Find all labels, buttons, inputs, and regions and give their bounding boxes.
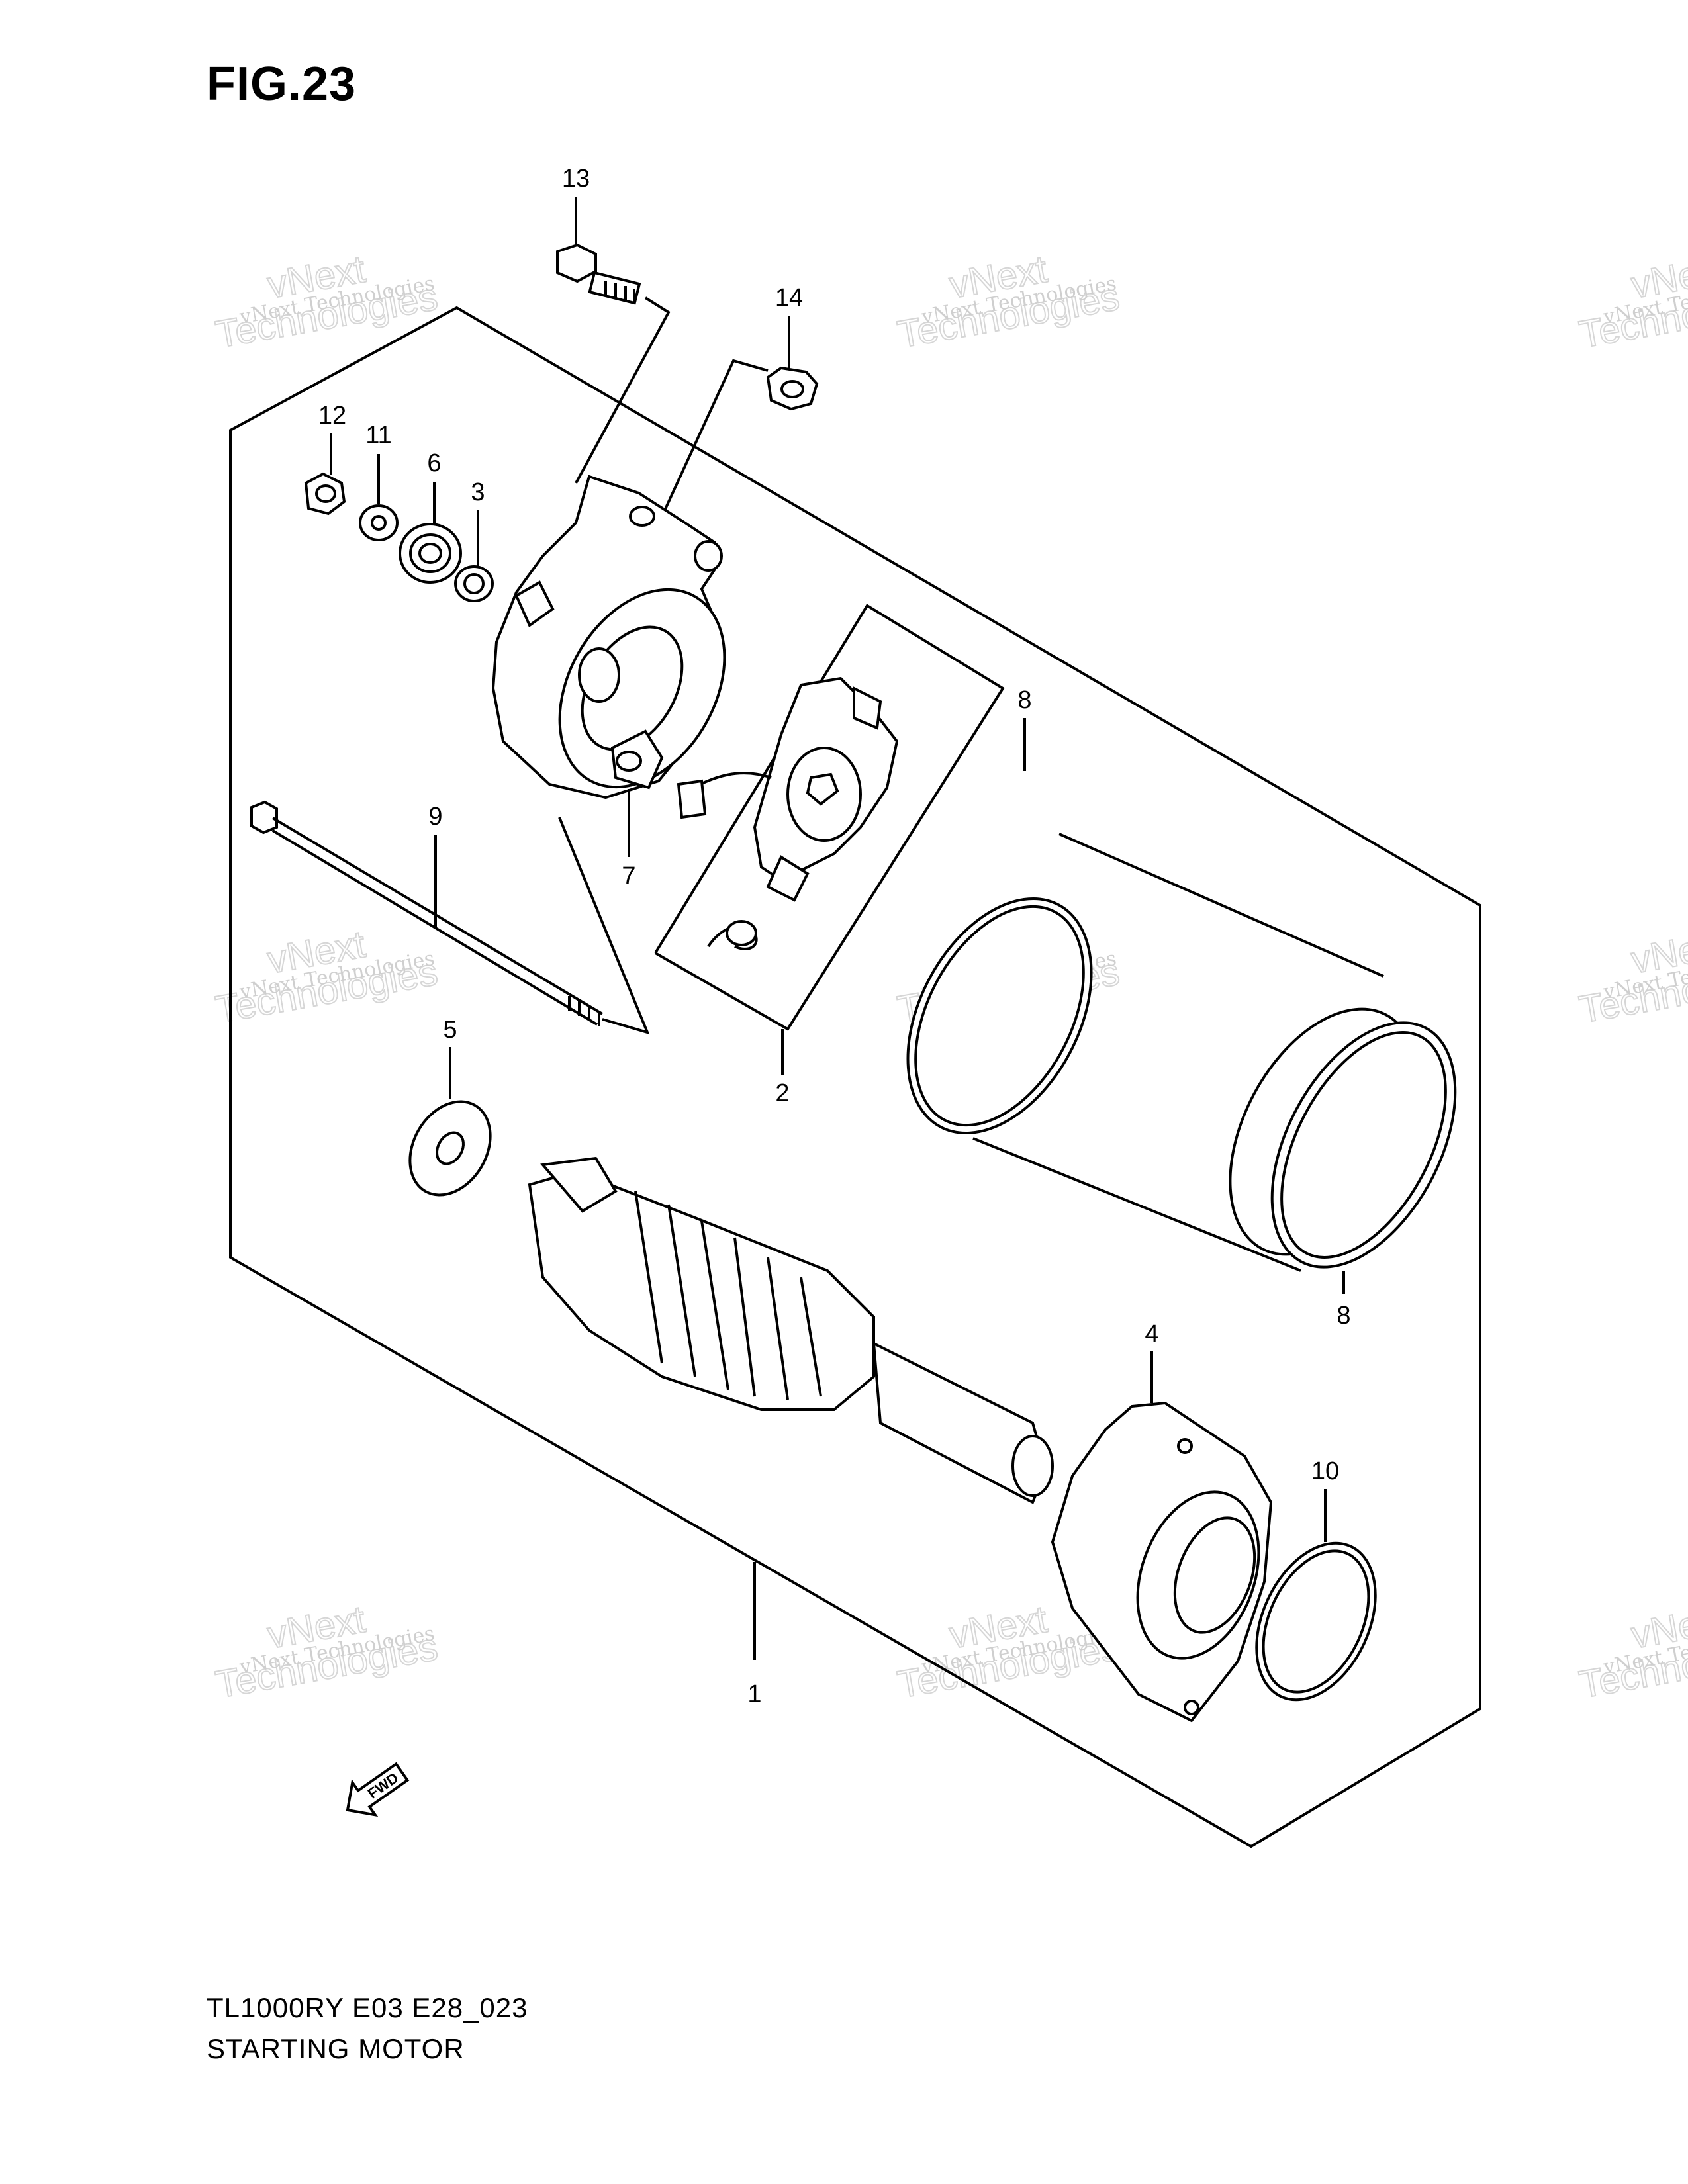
model-code: TL1000RY E03 E28_023 xyxy=(207,1992,528,2023)
fwd-arrow-icon: FWD xyxy=(346,1762,410,1817)
callout-12: 12 xyxy=(318,402,346,430)
watermark: Technologies vNext vNext Technologies xyxy=(894,247,1123,357)
watermark: Technologies vNext vNext Technologies xyxy=(1575,1597,1688,1707)
nut-part-14 xyxy=(661,359,819,517)
bearing-part-6 xyxy=(399,523,462,584)
terminal-part-7 xyxy=(610,729,664,790)
callout-labels: 13 14 12 11 6 3 8 9 7 5 2 8 4 10 1 xyxy=(318,165,1351,1708)
callout-3: 3 xyxy=(471,478,485,506)
armature-part-1 xyxy=(528,1156,1054,1504)
washer-part-5 xyxy=(408,1100,492,1197)
callout-8-upper: 8 xyxy=(1017,686,1031,714)
end-cover-housing xyxy=(491,475,726,799)
washer-part-11 xyxy=(359,504,399,541)
o-ring-part-10 xyxy=(1255,1541,1377,1702)
callout-8-lower: 8 xyxy=(1336,1302,1350,1330)
callout-13: 13 xyxy=(562,165,590,193)
yoke-part-8 xyxy=(906,833,1457,1272)
front-cover-part-4 xyxy=(1051,1401,1273,1723)
watermark: Technologies vNext vNext Technologies xyxy=(212,922,442,1032)
callout-6: 6 xyxy=(427,449,441,477)
seal-part-3 xyxy=(454,565,494,602)
callout-9: 9 xyxy=(428,803,442,831)
through-bolt-part-9 xyxy=(250,800,650,1035)
callout-4: 4 xyxy=(1145,1320,1158,1348)
callout-5: 5 xyxy=(443,1016,457,1044)
watermark: Technologies vNext vNext Technologies xyxy=(1575,922,1688,1032)
watermark: Technologies vNext vNext Technologies xyxy=(1575,247,1688,357)
callout-1: 1 xyxy=(747,1680,761,1708)
figure-title: FIG.23 xyxy=(207,58,357,111)
assembly-outline xyxy=(229,306,1481,1848)
watermark: Technologies vNext vNext Technologies xyxy=(212,247,442,357)
brush-holder-plate xyxy=(677,676,899,950)
callout-7: 7 xyxy=(622,862,635,890)
bolt-part-13 xyxy=(556,243,671,484)
diagram-caption: STARTING MOTOR xyxy=(207,2033,465,2064)
callout-10: 10 xyxy=(1311,1457,1339,1485)
leader-lines xyxy=(330,197,1345,1660)
callout-11: 11 xyxy=(365,422,391,449)
callout-14: 14 xyxy=(775,284,803,312)
callout-2: 2 xyxy=(775,1079,789,1107)
watermark: Technologies vNext vNext Technologies xyxy=(212,1597,442,1707)
nut-part-12 xyxy=(304,472,346,516)
